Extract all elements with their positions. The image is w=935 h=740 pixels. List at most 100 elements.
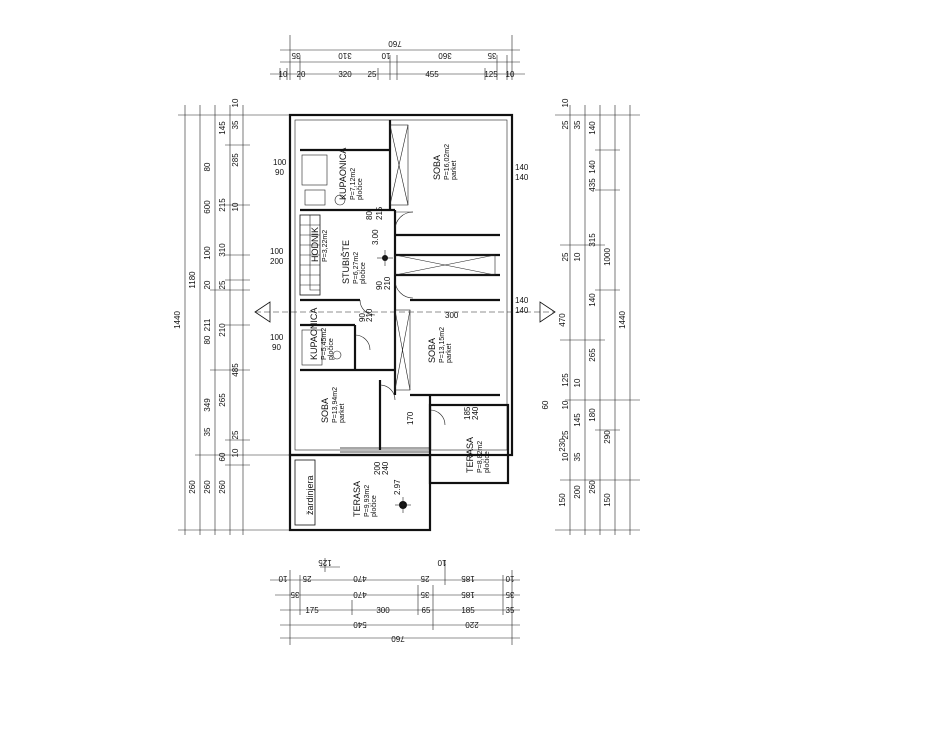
window-label: 100	[270, 333, 284, 342]
room-labels: KUPAONICA P=7,12m2 pločice SOBA P=16,02m…	[305, 144, 491, 517]
svg-text:pločice: pločice	[328, 338, 335, 360]
opening-labels: 100 90 140 140 100 200 100 90 140 140 80…	[270, 158, 529, 495]
room-hodnik: HODNIK P=3,22m2	[310, 227, 329, 262]
terrace-door-label: 240	[471, 406, 480, 420]
right-dim: 290	[603, 430, 612, 444]
right-dim: 10	[561, 98, 570, 107]
window-label: 140	[515, 173, 529, 182]
svg-text:P=5,45m2: P=5,45m2	[321, 328, 328, 360]
window-label: 140	[515, 163, 529, 172]
right-dim: 10	[561, 452, 570, 461]
bottom-dim: 10	[278, 574, 287, 583]
svg-text:P=7,12m2: P=7,12m2	[350, 168, 357, 200]
right-dim: 200	[573, 485, 582, 499]
room-soba-upper-right: SOBA P=16,02m2 parket	[432, 144, 458, 180]
right-dim: 10	[573, 252, 582, 261]
top-dim: 10	[506, 70, 515, 79]
door-label: 215	[375, 206, 384, 220]
window-label: 100	[273, 158, 287, 167]
right-dimensions: 1440 1000 290 150 435 315 470 230 200 15…	[541, 98, 640, 535]
window-label: 90	[275, 168, 284, 177]
bottom-dim: 25	[420, 574, 429, 583]
level-label: 2.97	[393, 479, 402, 495]
svg-text:parket: parket	[451, 160, 458, 180]
right-dim: 140	[588, 293, 597, 307]
top-dim: 35	[291, 51, 300, 60]
top-overall-dim: 760	[388, 39, 402, 48]
left-dim: 25	[231, 430, 240, 439]
bottom-dim: 540	[353, 620, 367, 629]
right-dim: 25	[561, 252, 570, 261]
bottom-dim: 470	[353, 574, 367, 583]
right-dim: 140	[588, 121, 597, 135]
right-dim: 150	[558, 493, 567, 507]
left-dim: 485	[231, 363, 240, 377]
top-dim: 35	[487, 51, 496, 60]
terrace-door-label: 240	[381, 461, 390, 475]
left-dim: 10	[231, 448, 240, 457]
bottom-dim: 35	[420, 590, 429, 599]
right-dim: 140	[588, 160, 597, 174]
room-zardinjera: žardinjera	[305, 475, 315, 515]
door-label: 210	[365, 308, 374, 322]
room-soba-lower-left: SOBA P=13,94m2 parket	[320, 387, 346, 423]
left-dim: 260	[218, 480, 227, 494]
right-dim: 35	[573, 120, 582, 129]
svg-text:KUPAONICA: KUPAONICA	[309, 308, 319, 360]
svg-text:P=6,27m2: P=6,27m2	[353, 252, 360, 284]
svg-text:SOBA: SOBA	[320, 398, 330, 423]
window-label: 90	[272, 343, 281, 352]
window-label: 100	[270, 247, 284, 256]
internal-dim-label: 300	[445, 311, 459, 320]
room-terasa-left: TERASA P=9,93m2 pločice	[352, 481, 378, 517]
left-dim: 260	[203, 480, 212, 494]
left-dim: 211	[203, 318, 212, 331]
bottom-dimensions: 125 10 10 25 470 25 185 10 35 470 35 185…	[270, 558, 520, 645]
right-dim: 125	[561, 373, 570, 387]
svg-text:P=3,22m2: P=3,22m2	[322, 230, 329, 262]
right-dim: 260	[588, 480, 597, 494]
left-dim: 60	[218, 452, 227, 461]
right-dim: 25	[561, 120, 570, 129]
left-dim: 35	[203, 427, 212, 436]
bottom-overall-dim: 760	[391, 634, 405, 643]
bottom-dim: 300	[376, 606, 390, 615]
bottom-dim: 10	[505, 574, 514, 583]
left-dim: 265	[218, 393, 227, 407]
right-dim: 25	[561, 430, 570, 439]
window-label: 200	[270, 257, 284, 266]
left-dim: 310	[218, 243, 227, 257]
svg-text:TERASA: TERASA	[352, 481, 362, 517]
svg-text:P=9,93m2: P=9,93m2	[364, 485, 371, 517]
section-marker	[254, 301, 556, 323]
svg-text:TERASA: TERASA	[465, 437, 475, 473]
left-dim: 285	[231, 153, 240, 167]
svg-text:parket: parket	[339, 403, 346, 423]
room-kupaonica-upper: KUPAONICA P=7,12m2 pločice	[338, 148, 364, 200]
left-dim: 80	[203, 162, 212, 171]
left-dim: 145	[218, 121, 227, 135]
terrace-door-label: 185	[463, 406, 472, 420]
door-label: 90	[358, 313, 367, 322]
left-dim: 35	[231, 120, 240, 129]
right-dim: 315	[588, 233, 597, 247]
left-dim: 349	[203, 398, 212, 412]
left-dim: 210	[218, 323, 227, 337]
door-label: 90	[375, 281, 384, 290]
level-label: 3.00	[371, 229, 380, 245]
bottom-dim: 185	[461, 606, 475, 615]
top-dim: 10	[279, 70, 288, 79]
bottom-dim: 65	[422, 606, 431, 615]
left-dim: 10	[231, 98, 240, 107]
svg-text:pločice: pločice	[371, 495, 378, 517]
left-dim: 1180	[188, 271, 197, 289]
bottom-dim: 175	[305, 606, 319, 615]
top-dim: 10	[381, 51, 390, 60]
bottom-dim: 35	[505, 590, 514, 599]
room-kupaonica-lower: KUPAONICA P=5,45m2 pločice	[309, 308, 335, 360]
top-dim: 310	[338, 51, 352, 60]
bottom-dim: 185	[461, 590, 475, 599]
room-soba-mid-right: SOBA P=13,15m2 parket	[427, 327, 453, 363]
right-dim: 10	[573, 378, 582, 387]
